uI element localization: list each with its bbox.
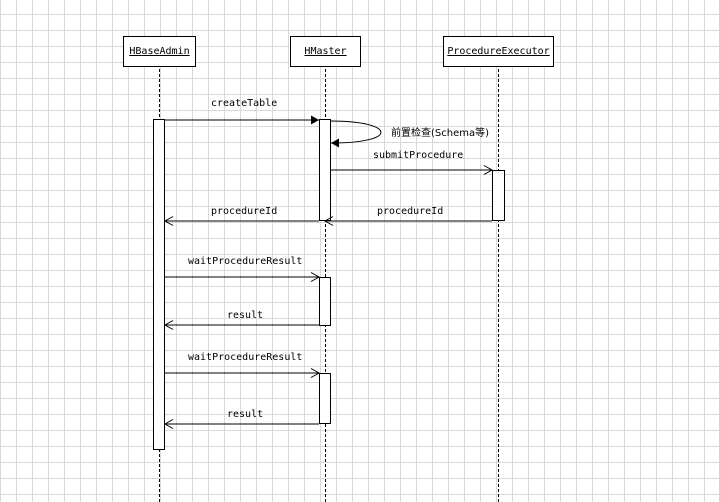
wait-result-1-label: waitProcedureResult bbox=[188, 256, 303, 267]
result-1-arrowhead bbox=[163, 320, 174, 330]
actor-hbaseadmin: HBaseAdmin bbox=[123, 36, 196, 67]
actor-hbaseadmin-label: HBaseAdmin bbox=[129, 46, 190, 57]
procedure-id-admin-label: procedureId bbox=[211, 206, 278, 217]
precheck-arrowhead bbox=[331, 138, 339, 148]
activation-procedureexecutor bbox=[492, 170, 505, 221]
actor-hmaster: HMaster bbox=[290, 36, 361, 67]
procedure-id-executor-label: procedureId bbox=[377, 206, 444, 217]
wait-result-2-label: waitProcedureResult bbox=[188, 352, 303, 363]
result-1-label: result bbox=[227, 310, 264, 321]
lifeline-procedureexecutor bbox=[498, 69, 499, 502]
procedure-id-executor-arrowhead bbox=[323, 216, 334, 226]
wait-result-1-arrowhead bbox=[310, 272, 321, 282]
precheck-self-arrow bbox=[330, 120, 382, 144]
create-table-label: createTable bbox=[211, 98, 278, 109]
create-table-arrowhead bbox=[311, 115, 319, 125]
wait-result-2-arrowhead bbox=[310, 368, 321, 378]
result-2-arrowhead bbox=[163, 419, 174, 429]
precheck-label: 前置检查(Schema等) bbox=[391, 128, 490, 139]
submit-procedure-arrowhead bbox=[483, 165, 494, 175]
submit-procedure-label: submitProcedure bbox=[373, 150, 464, 161]
actor-hmaster-label: HMaster bbox=[304, 46, 347, 57]
actor-procedureexecutor: ProcedureExecutor bbox=[443, 36, 554, 67]
activation-hbaseadmin bbox=[153, 119, 165, 450]
actor-procedureexecutor-label: ProcedureExecutor bbox=[447, 46, 550, 57]
activation-hmaster-wait-2 bbox=[319, 373, 331, 424]
procedure-id-admin-arrowhead bbox=[163, 216, 174, 226]
result-2-label: result bbox=[227, 409, 264, 420]
activation-hmaster-wait-1 bbox=[319, 277, 331, 326]
